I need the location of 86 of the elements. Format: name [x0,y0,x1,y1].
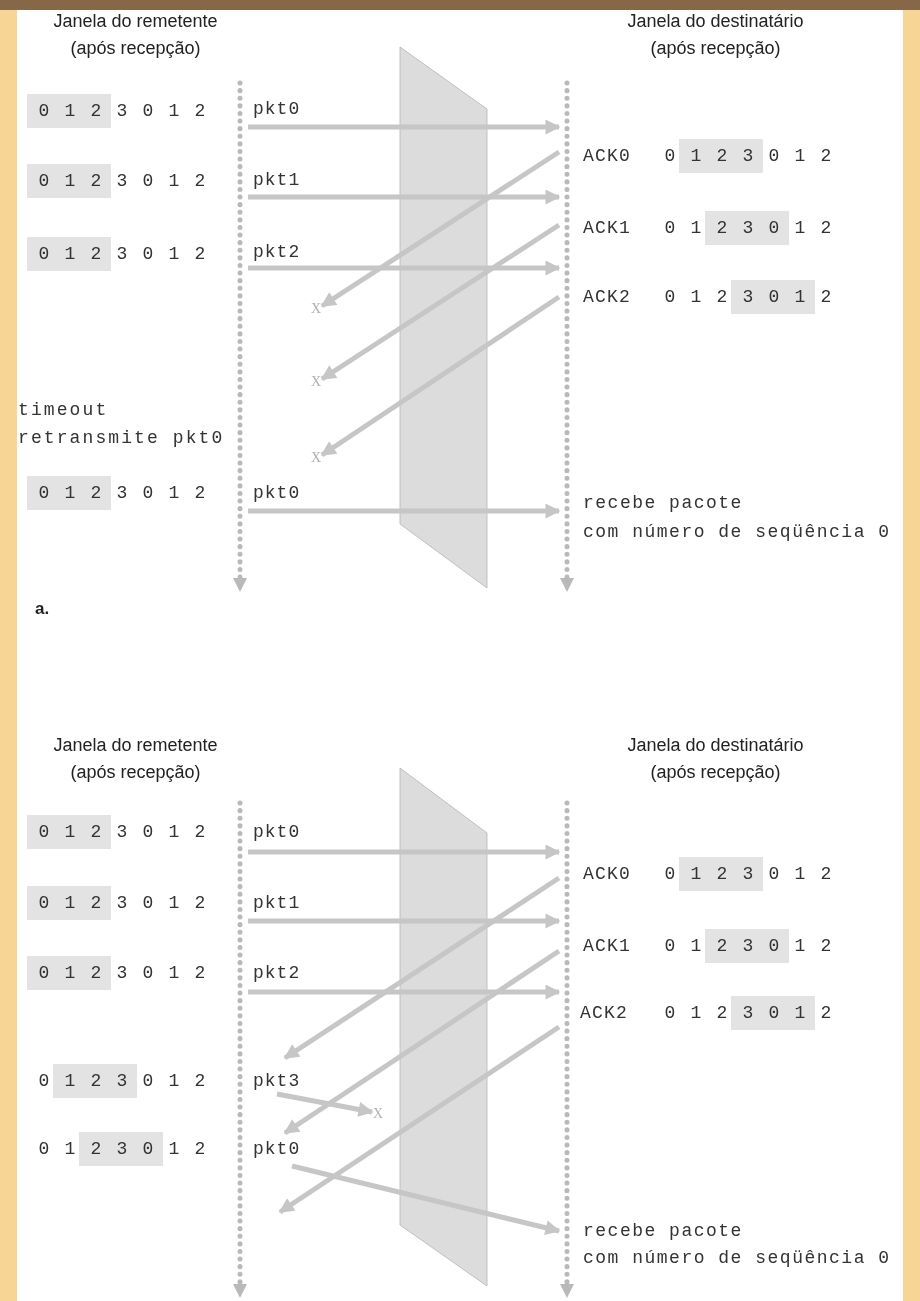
window-highlight: 0 1 2 [26,815,111,849]
edge-label: pkt0 [253,483,301,503]
ack-label: ACK2 [583,287,631,307]
note-text: com número de seqüência 0 [583,522,891,542]
sequence-numbers: 0 1 2 [142,1071,208,1091]
message-arrow [291,1163,561,1236]
ack-label: ACK1 [583,936,631,956]
sequence-numbers: 2 [820,287,834,307]
window-highlight: 0 1 2 [26,956,111,990]
window-highlight: 0 1 2 [26,164,111,198]
window-highlight: 2 3 0 [704,929,789,963]
message-arrow [248,844,561,860]
sequence-numbers: 0 1 2 [768,864,834,884]
sequence-numbers: 3 0 1 2 [116,963,208,983]
message-arrow [248,119,561,135]
sequence-numbers: 0 1 2 [664,1003,730,1023]
loss-mark: X [372,1105,384,1123]
edge-label: pkt0 [253,1139,301,1159]
message-arrow [248,913,561,929]
sequence-numbers: 0 [38,1071,52,1091]
message-arrow [248,503,561,519]
message-arrow [320,222,561,382]
note-text: timeout retransmite pkt0 [18,399,226,450]
window-highlight: 2 3 0 [704,211,789,245]
sequence-numbers: 3 0 1 2 [116,483,208,503]
sequence-numbers: 3 0 1 2 [116,171,208,191]
sequence-numbers: 3 0 1 2 [116,822,208,842]
column-heading: Janela do remetente (após recepção) [52,734,219,784]
loss-mark: X [310,373,322,391]
message-arrow [248,189,561,205]
timeline-arrow [232,800,248,1298]
panel-label: a. [35,598,50,620]
edge-label: pkt0 [253,822,301,842]
window-highlight: 3 0 1 [730,996,815,1030]
sequence-numbers: 1 2 [168,1139,208,1159]
ack-label: ACK0 [583,146,631,166]
timeline-arrow [232,80,248,592]
column-heading: Janela do remetente (após recepção) [52,10,219,60]
sequence-numbers: 0 1 2 [664,287,730,307]
message-arrow [276,1091,374,1117]
message-arrow [283,948,561,1136]
sequence-numbers: 1 2 [794,936,834,956]
sequence-numbers: 0 1 [664,218,704,238]
edge-label: pkt1 [253,170,301,190]
ack-label: ACK1 [583,218,631,238]
window-highlight: 0 1 2 [26,237,111,271]
timeline-arrow [559,80,575,592]
ack-label: ACK0 [583,864,631,884]
window-highlight: 1 2 3 [678,139,763,173]
sequence-numbers: 3 0 1 2 [116,101,208,121]
sequence-numbers: 3 0 1 2 [116,893,208,913]
column-heading: Janela do destinatário (após recepção) [626,734,805,784]
edge-label: pkt0 [253,99,301,119]
window-highlight: 0 1 2 [26,476,111,510]
note-text: com número de seqüência 0 [583,1248,891,1268]
sequence-numbers: 0 1 [38,1139,78,1159]
window-highlight: 3 0 1 [730,280,815,314]
window-highlight: 2 3 0 [78,1132,163,1166]
window-highlight: 1 2 3 [52,1064,137,1098]
window-highlight: 1 2 3 [678,857,763,891]
note-text: recebe pacote [583,493,743,513]
edge-label: pkt2 [253,242,301,262]
message-arrow [320,294,561,458]
edge-label: pkt3 [253,1071,301,1091]
sequence-numbers: 3 0 1 2 [116,244,208,264]
message-arrow [320,149,561,309]
timeline-arrow [559,800,575,1298]
window-highlight: 0 1 2 [26,886,111,920]
sequence-numbers: 0 1 2 [768,146,834,166]
sequence-numbers: 0 1 [664,936,704,956]
message-arrow [248,260,561,276]
window-highlight: 0 1 2 [26,94,111,128]
loss-mark: X [310,449,322,467]
column-heading: Janela do destinatário (após recepção) [626,10,805,60]
sequence-numbers: 0 [664,864,678,884]
message-arrow [248,984,561,1000]
edge-label: pkt2 [253,963,301,983]
ack-label: ACK2 [580,1003,628,1023]
message-arrow [283,875,561,1061]
sequence-numbers: 2 [820,1003,834,1023]
loss-mark: X [310,300,322,318]
sequence-numbers: 0 [664,146,678,166]
sequence-numbers: 1 2 [794,218,834,238]
note-text: recebe pacote [583,1221,743,1241]
message-arrow [278,1024,561,1215]
edge-label: pkt1 [253,893,301,913]
